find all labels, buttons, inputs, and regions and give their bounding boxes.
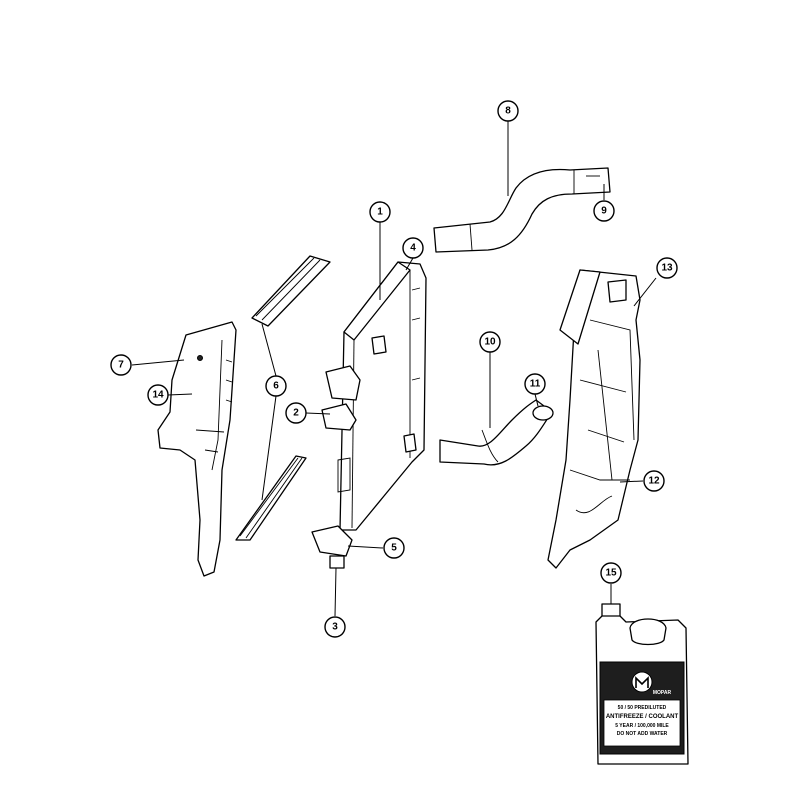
callout-13: 13 [656, 257, 678, 279]
callout-13-label: 13 [661, 263, 673, 274]
callout-8: 8 [497, 100, 519, 122]
callout-9: 9 [593, 200, 615, 222]
callout-15-label: 15 [605, 568, 617, 579]
callout-14-label: 14 [152, 390, 164, 401]
callout-9-label: 9 [601, 206, 607, 217]
callout-11: 11 [524, 373, 546, 395]
callout-8-label: 8 [505, 106, 511, 117]
callout-5-label: 5 [391, 543, 397, 554]
callout-10-label: 10 [484, 337, 496, 348]
callout-3-label: 3 [332, 622, 338, 633]
callout-7-label: 7 [118, 360, 124, 371]
callout-2-label: 2 [293, 408, 299, 419]
part-8-upper-hose [433, 167, 611, 253]
callout-6: 6 [265, 375, 287, 397]
callout-1-label: 1 [377, 207, 383, 218]
leader-lines [131, 121, 657, 617]
jug-line-2: ANTIFREEZE / COOLANT [606, 714, 679, 720]
callout-15: 15 [600, 562, 622, 584]
callout-14: 14 [147, 384, 169, 406]
part-1-radiator [311, 261, 427, 569]
part-7-air-deflector [157, 321, 237, 577]
jug-brand: MOPAR [653, 690, 672, 696]
callout-12: 12 [643, 470, 665, 492]
callout-1: 1 [369, 201, 391, 223]
callout-12-label: 12 [648, 476, 660, 487]
callout-6-label: 6 [273, 381, 279, 392]
jug-line-4: DO NOT ADD WATER [617, 731, 668, 737]
callout-4-label: 4 [410, 243, 416, 254]
part-10-lower-hose [439, 399, 554, 466]
callout-2: 2 [285, 402, 307, 424]
part-13-fan-shroud [547, 269, 641, 569]
callout-10: 10 [479, 331, 501, 353]
callout-11-label: 11 [530, 379, 541, 390]
callout-5: 5 [383, 537, 405, 559]
part-6-upper-seal [251, 255, 331, 327]
jug-line-1: 50 / 50 PREDILUTED [618, 705, 667, 711]
callout-7: 7 [110, 354, 132, 376]
callout-3: 3 [324, 616, 346, 638]
callout-4: 4 [402, 237, 424, 259]
part-6-lower-seal [235, 455, 307, 541]
jug-line-3: 5 YEAR / 100,000 MILE [615, 723, 669, 729]
part-15-coolant-jug: MOPAR 50 / 50 PREDILUTED ANTIFREEZE / CO… [595, 603, 689, 765]
